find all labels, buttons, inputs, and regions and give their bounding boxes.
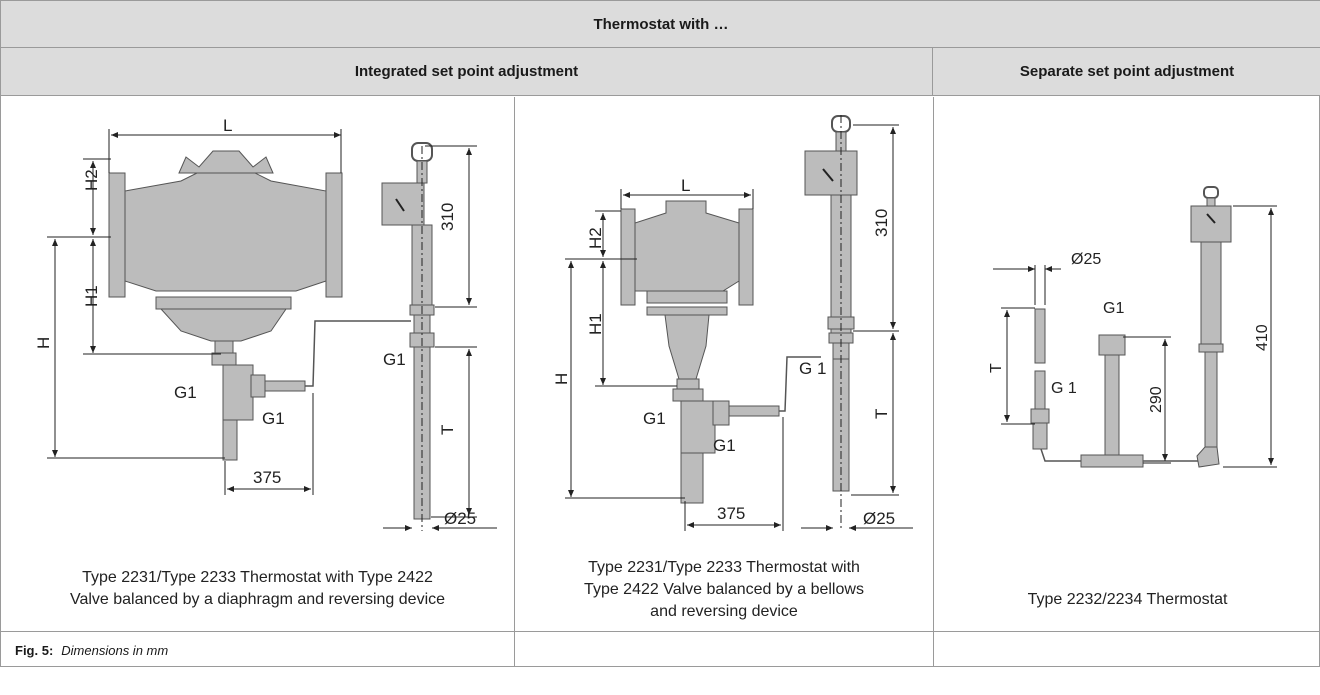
- dim-H2: H2: [586, 227, 605, 249]
- dim-L: L: [223, 116, 232, 135]
- panel2-caption: Type 2231/Type 2233 Thermostat with Type…: [515, 557, 933, 623]
- dim-375: 375: [253, 468, 281, 487]
- dim-H1: H1: [586, 313, 605, 335]
- dim-H2: H2: [82, 169, 101, 191]
- panel3-caption: Type 2232/2234 Thermostat: [1027, 591, 1228, 608]
- column-divider-2: [933, 97, 934, 667]
- figure-caption: Fig. 5: Dimensions in mm: [15, 643, 168, 658]
- dim-g1-fitting: G 1: [1051, 380, 1077, 397]
- figure-table: Thermostat with … Integrated set point a…: [0, 0, 1320, 667]
- panel1-caption-line1: Type 2231/Type 2233 Thermostat with Type…: [82, 569, 433, 586]
- panel2-labels: L H2 H1 H 310 T 375 Ø25 G1 G1 G 1: [552, 176, 895, 528]
- dim-410: 410: [1254, 324, 1271, 351]
- dim-g1-valve: G1: [174, 383, 197, 402]
- panel2-dimensions: [565, 115, 913, 531]
- dim-310: 310: [872, 209, 891, 237]
- dim-T: T: [988, 363, 1005, 373]
- dim-H: H: [34, 337, 53, 349]
- dimension-drawings: L H2 H1 H 310 T 375 Ø25 G1 G1 G1: [34, 115, 1277, 531]
- dim-g1-valve: G1: [643, 409, 666, 428]
- panel2-caption-line1: Type 2231/Type 2233 Thermostat with: [588, 559, 860, 576]
- dim-H: H: [552, 373, 571, 385]
- dim-g1-reverser: G1: [262, 409, 285, 428]
- table-title: Thermostat with …: [1, 1, 1320, 48]
- panel1-labels: L H2 H1 H 310 T 375 Ø25 G1 G1 G1: [34, 116, 476, 528]
- dim-T: T: [872, 409, 891, 419]
- dim-310: 310: [438, 203, 457, 231]
- figure-text: Dimensions in mm: [61, 643, 169, 658]
- panel3-labels: Ø25 T G1 G 1 290 410: [988, 251, 1271, 413]
- figure-label: Fig. 5:: [15, 643, 54, 658]
- header-integrated: Integrated set point adjustment: [1, 48, 933, 96]
- dim-T: T: [438, 425, 457, 435]
- header-separate: Separate set point adjustment: [933, 48, 1320, 96]
- dim-g1-thermostat: G 1: [799, 359, 826, 378]
- panel2-caption-line3: and reversing device: [650, 603, 798, 620]
- dim-g1-reverser: G1: [713, 436, 736, 455]
- panel3-dimensions: [993, 205, 1277, 468]
- dim-H1: H1: [82, 285, 101, 307]
- column-divider-1: [514, 97, 515, 667]
- dim-g1-thermostat: G1: [383, 350, 406, 369]
- dim-d25: Ø25: [444, 509, 476, 528]
- panel2-drawing: [620, 115, 858, 504]
- dim-d25: Ø25: [863, 509, 895, 528]
- dim-290: 290: [1148, 386, 1165, 413]
- panel1-caption: Type 2231/Type 2233 Thermostat with Type…: [1, 567, 514, 611]
- panel1-drawing: [108, 142, 435, 520]
- panel2-caption-line2: Type 2422 Valve balanced by a bellows: [584, 581, 864, 598]
- panel1-dimensions: [47, 129, 497, 531]
- dim-L: L: [681, 176, 690, 195]
- figure-footer-divider: [1, 631, 1320, 632]
- dim-g1-sensor: G1: [1103, 300, 1124, 317]
- panel3-drawing: [1030, 186, 1232, 468]
- dim-375: 375: [717, 504, 745, 523]
- dim-d25: Ø25: [1071, 251, 1101, 268]
- panel1-caption-line2: Valve balanced by a diaphragm and revers…: [69, 591, 446, 608]
